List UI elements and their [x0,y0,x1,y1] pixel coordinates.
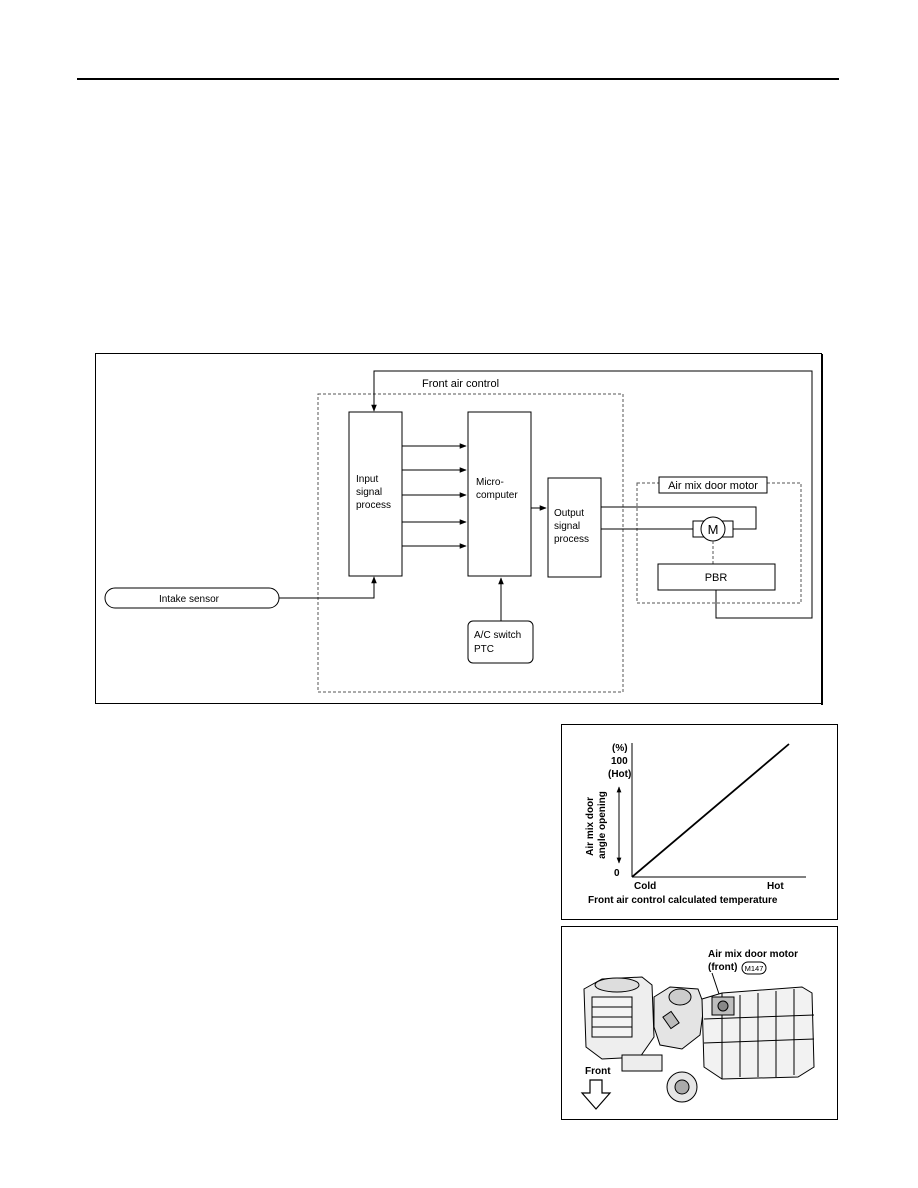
connector-id: M147 [745,964,764,973]
pbr-box [657,563,776,591]
header-rule [77,78,839,80]
y-tick-100: 100 [611,756,628,767]
front-arrow-icon [580,1079,612,1110]
control-block-diagram: Front air control Input signal process M… [95,353,823,705]
intake-sensor-line [279,576,377,599]
hvac-unit-illustration [583,976,815,1103]
intake-sensor-label: Intake sensor [159,594,220,605]
callout-leader [711,972,721,998]
y-top-annotation: (Hot) [608,769,631,780]
connector-id-badge [741,961,767,975]
input-signal-process-label: Input signal process [356,474,391,511]
y-unit-label: (%) [612,743,628,754]
pbr-label: PBR [705,572,728,584]
output-signal-process-box [547,477,602,578]
input-signal-process-box [348,411,403,577]
motor-callout-label: Air mix door motor (front) [708,949,801,973]
air-mix-door-motor-label-box [658,476,768,494]
ac-switch-ptc-label: A/C switch PTC [474,630,524,655]
block-diagram-svg: Front air control Input signal process M… [104,354,823,705]
pbr-feedback-line [371,370,813,619]
component-location-figure: Air mix door motor (front) M147 Fr [561,926,838,1120]
x-tick-cold: Cold [634,881,656,892]
output-signal-process-label: Output signal process [554,508,589,545]
ac-switch-ptc-box [467,620,534,664]
series-line [631,743,790,878]
front-direction-label: Front [585,1066,611,1077]
front-air-control-label: Front air control [422,378,499,390]
air-mix-door-motor-label: Air mix door motor [668,480,758,492]
air-mix-door-characteristic-graph: (%) 100 (Hot) 0 Air mix door angle openi… [561,724,838,920]
microcomputer-label: Micro- computer [476,477,518,501]
component-location-svg: Air mix door motor (front) M147 Fr [580,949,815,1110]
microcomputer-box [467,411,532,577]
front-air-control-boundary [317,393,624,693]
motor-symbol-label: M [708,522,719,537]
y-axis-label: Air mix door angle opening [585,791,608,859]
y-tick-0: 0 [614,868,620,879]
motor-wire-upper [601,506,757,530]
characteristic-graph-svg: (%) 100 (Hot) 0 Air mix door angle openi… [585,743,806,906]
x-axis-label: Front air control calculated temperature [588,895,778,906]
x-tick-hot: Hot [767,881,784,892]
